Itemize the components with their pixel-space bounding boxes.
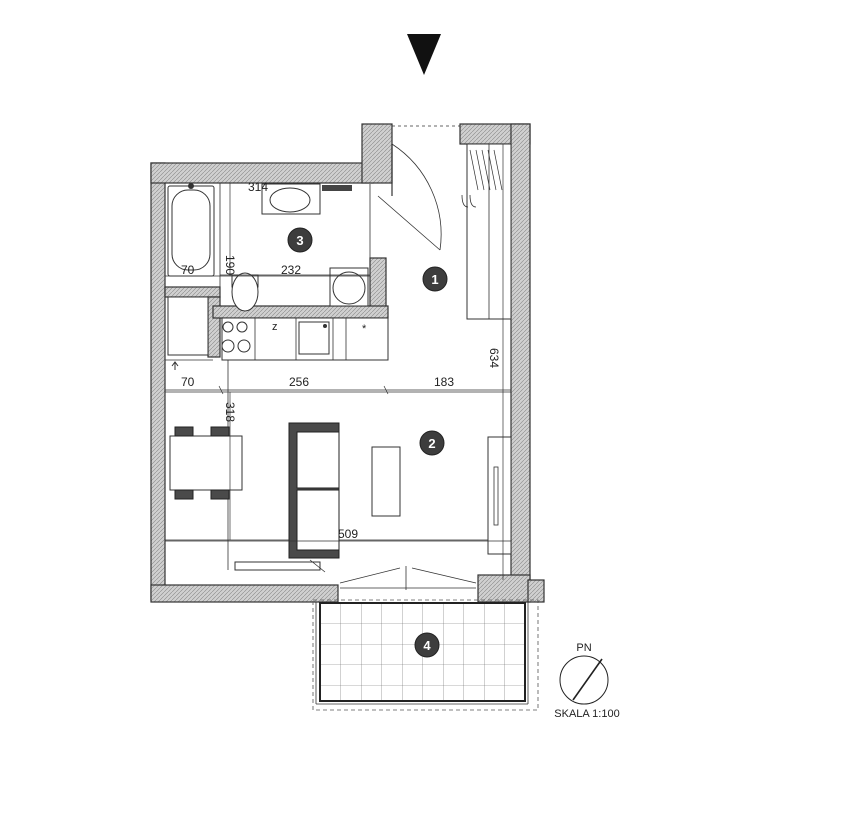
room-label-3: 3: [296, 233, 303, 248]
north-arrow-icon: [572, 658, 603, 701]
living-room: [169, 422, 512, 573]
dim-room-depth: 318: [223, 402, 237, 422]
room-badge-3: 3: [287, 227, 313, 253]
dim-room-right: 183: [434, 375, 454, 389]
north-label: PN: [576, 642, 591, 654]
walls: [150, 123, 545, 603]
dim-bath-height: 190: [223, 255, 237, 275]
room-label-2: 2: [428, 436, 435, 451]
dishwasher-label: *: [362, 323, 367, 335]
wardrobe: [461, 143, 512, 320]
balcony-door: [339, 566, 477, 590]
kitchen: z *: [167, 296, 389, 361]
dim-total-width: 509: [338, 527, 358, 541]
room-label-4: 4: [423, 638, 431, 653]
bathroom: [167, 183, 371, 312]
entrance-marker-icon: [407, 34, 441, 75]
dim-bath-left: 70: [181, 263, 195, 277]
room-label-1: 1: [431, 272, 438, 287]
room-badge-2: 2: [419, 430, 445, 456]
fridge-label: z: [272, 321, 278, 333]
room-badge-4: 4: [414, 632, 440, 658]
dim-total-depth: 634: [487, 348, 501, 368]
room-badge-1: 1: [422, 266, 448, 292]
dim-bath-mid: 232: [281, 263, 301, 277]
arrow-up-icon: [171, 361, 179, 370]
north-indicator: PN SKALA 1:100: [554, 642, 619, 720]
dim-bath-width: 314: [248, 180, 268, 194]
dimension-lines: [165, 144, 511, 580]
entrance-door: [377, 125, 460, 251]
scale-label: SKALA 1:100: [554, 708, 619, 720]
dim-room-mid: 256: [289, 375, 309, 389]
dim-room-left: 70: [181, 375, 195, 389]
